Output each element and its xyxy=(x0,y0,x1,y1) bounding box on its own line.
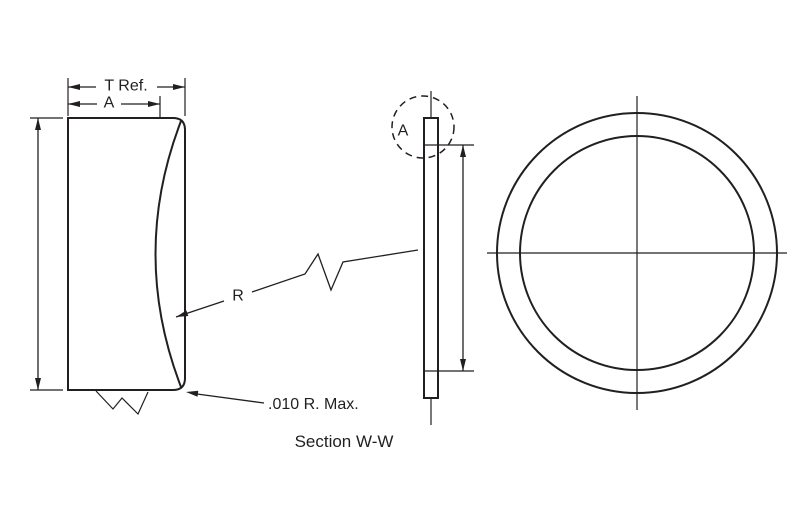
leader-arrow-icon xyxy=(186,390,199,397)
break-line xyxy=(95,390,149,416)
a-dim-label: A xyxy=(104,95,115,112)
arrow-left-icon xyxy=(68,101,80,107)
section-title: Section W-W xyxy=(295,432,394,451)
detail-callout-circle xyxy=(391,95,455,159)
height-dimension xyxy=(35,118,41,390)
inner-height-dimension xyxy=(460,145,466,371)
radius-leader: R xyxy=(175,249,419,318)
inner-circle xyxy=(519,135,755,371)
corner-radius-callout: .010 R. Max. xyxy=(186,390,359,413)
arrow-down-icon xyxy=(460,359,466,371)
radius-leader-line-left xyxy=(175,300,225,318)
outer-circle xyxy=(496,112,778,394)
corner-radius-leader-line xyxy=(196,393,265,404)
radius-leader-line-right xyxy=(251,249,419,293)
arrow-up-icon xyxy=(460,145,466,157)
edge-view-body xyxy=(423,117,439,399)
section-view: T Ref. A R xyxy=(30,78,419,416)
detail-callout: A xyxy=(391,95,455,159)
t-ref-label: T Ref. xyxy=(104,78,147,95)
arrow-right-icon xyxy=(173,84,185,90)
radius-label: R xyxy=(232,288,244,305)
section-body-outline xyxy=(67,117,186,391)
corner-radius-note: .010 R. Max. xyxy=(268,396,359,413)
t-ref-dimension: T Ref. xyxy=(68,78,185,95)
arrow-up-icon xyxy=(35,118,41,130)
arrow-left-icon xyxy=(68,84,80,90)
concave-face-arc xyxy=(154,120,182,388)
edge-view: A xyxy=(391,91,474,425)
a-dimension: A xyxy=(68,95,160,112)
arrow-right-icon xyxy=(148,101,160,107)
detail-callout-label: A xyxy=(398,123,409,140)
arrow-down-icon xyxy=(35,378,41,390)
front-view xyxy=(487,96,787,410)
